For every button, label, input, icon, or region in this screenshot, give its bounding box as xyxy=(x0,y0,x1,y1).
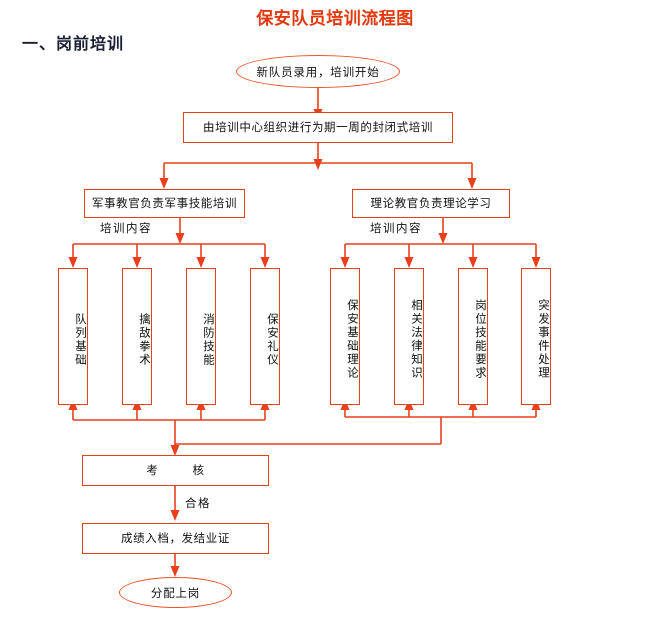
node-end-assignment[interactable]: 分配上岗 xyxy=(119,577,232,608)
node-theory-item-1[interactable]: 保安基础理论 xyxy=(330,268,360,405)
assessment-label-part1: 考 xyxy=(146,462,159,477)
node-military-item-1[interactable]: 队列基础 xyxy=(58,268,88,405)
node-military-instructor[interactable]: 军事教官负责军事技能培训 xyxy=(84,189,245,218)
node-theory-item-2[interactable]: 相关法律知识 xyxy=(394,268,424,405)
edge-label-military-content: 培训内容 xyxy=(100,221,152,235)
section-heading: 一、岗前培训 xyxy=(22,34,125,53)
node-record-certificate[interactable]: 成绩入档，发结业证 xyxy=(82,523,269,554)
edge-label-pass: 合格 xyxy=(185,496,211,510)
node-military-item-4[interactable]: 保安礼仪 xyxy=(250,268,280,405)
node-theory-item-4[interactable]: 突发事件处理 xyxy=(521,268,551,405)
node-organize-training[interactable]: 由培训中心组织进行为期一周的封闭式培训 xyxy=(183,112,453,143)
node-theory-item-3[interactable]: 岗位技能要求 xyxy=(458,268,488,405)
page-title: 保安队员培训流程图 xyxy=(256,9,414,29)
edge-label-theory-content: 培训内容 xyxy=(370,221,422,235)
node-start[interactable]: 新队员录用，培训开始 xyxy=(236,55,400,88)
assessment-label-part2: 核 xyxy=(192,462,205,477)
node-military-item-3[interactable]: 消防技能 xyxy=(186,268,216,405)
node-assessment[interactable]: 考 核 xyxy=(82,455,269,486)
node-military-item-2[interactable]: 擒敌拳术 xyxy=(122,268,152,405)
node-theory-instructor[interactable]: 理论教官负责理论学习 xyxy=(352,189,510,218)
